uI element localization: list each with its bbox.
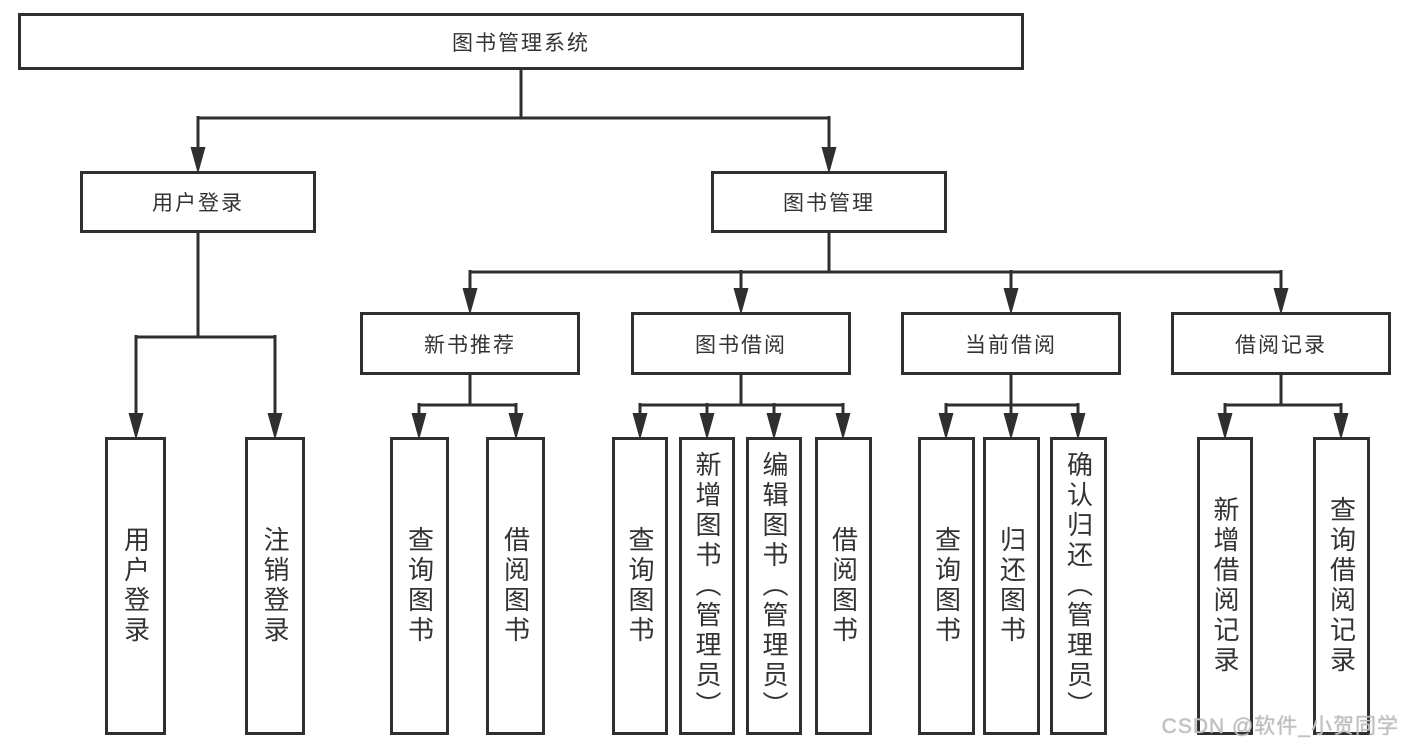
leaf-edit-book-admin: 编辑图书（管理员） xyxy=(746,437,802,735)
leaf-borrow-book-1: 借阅图书 xyxy=(486,437,545,735)
node-user-login-label: 用户登录 xyxy=(152,192,244,215)
arrow-down-icon xyxy=(632,413,648,440)
leaf-confirm-return-admin: 确认归还（管理员） xyxy=(1050,437,1107,735)
node-current-borrow: 当前借阅 xyxy=(901,312,1121,375)
leaf-add-borrow-record: 新增借阅记录 xyxy=(1197,437,1253,735)
arrow-down-icon xyxy=(733,288,749,315)
connector-book-mgmt-children xyxy=(462,233,1289,315)
arrow-down-icon xyxy=(938,413,954,440)
arrow-down-icon xyxy=(1070,413,1086,440)
arrow-down-icon xyxy=(462,288,478,315)
arrow-down-icon xyxy=(1333,413,1349,440)
watermark: CSDN @软件_小贺同学 xyxy=(1161,715,1399,738)
node-new-book-recommend-label: 新书推荐 xyxy=(424,333,516,357)
node-root-label: 图书管理系统 xyxy=(452,31,590,55)
node-new-book-recommend: 新书推荐 xyxy=(360,312,580,375)
node-root: 图书管理系统 xyxy=(18,13,1024,70)
connector-current-borrow-children xyxy=(938,375,1086,440)
connector-user-login-children xyxy=(128,233,283,440)
arrow-down-icon xyxy=(766,413,782,440)
leaf-query-book-2-label: 查询图书 xyxy=(625,526,655,646)
arrow-down-icon xyxy=(699,413,715,440)
arrow-down-icon xyxy=(267,413,283,440)
arrow-down-icon xyxy=(1217,413,1233,440)
connector-borrow-record-children xyxy=(1217,375,1349,440)
arrow-down-icon xyxy=(821,147,837,174)
leaf-borrow-book-2: 借阅图书 xyxy=(815,437,872,735)
leaf-logout: 注销登录 xyxy=(245,437,305,735)
leaf-query-book-1-label: 查询图书 xyxy=(404,526,435,646)
leaf-add-book-admin: 新增图书（管理员） xyxy=(679,437,735,735)
node-borrow-record: 借阅记录 xyxy=(1171,312,1391,375)
leaf-add-borrow-record-label: 新增借阅记录 xyxy=(1210,496,1240,676)
leaf-query-book-3: 查询图书 xyxy=(918,437,975,735)
leaf-user-login-label: 用户登录 xyxy=(120,526,151,646)
arrow-down-icon xyxy=(508,413,524,440)
node-book-management-label: 图书管理 xyxy=(783,192,875,215)
connector-new-book-children xyxy=(411,375,524,440)
node-borrow-record-label: 借阅记录 xyxy=(1235,333,1327,357)
arrow-down-icon xyxy=(835,413,851,440)
arrow-down-icon xyxy=(190,147,206,174)
leaf-logout-label: 注销登录 xyxy=(260,526,290,646)
arrow-down-icon xyxy=(1003,413,1019,440)
leaf-edit-book-admin-label: 编辑图书（管理员） xyxy=(759,451,789,721)
node-book-borrow: 图书借阅 xyxy=(631,312,851,375)
leaf-query-borrow-record-label: 查询借阅记录 xyxy=(1326,496,1357,676)
leaf-query-borrow-record: 查询借阅记录 xyxy=(1313,437,1370,735)
connector-root-to-level2 xyxy=(190,70,837,174)
leaf-borrow-book-2-label: 借阅图书 xyxy=(828,526,859,646)
arrow-down-icon xyxy=(1273,288,1289,315)
node-book-management: 图书管理 xyxy=(711,171,947,233)
leaf-confirm-return-admin-label: 确认归还（管理员） xyxy=(1063,451,1094,721)
leaf-add-book-admin-label: 新增图书（管理员） xyxy=(692,451,722,721)
leaf-query-book-3-label: 查询图书 xyxy=(931,526,962,646)
node-user-login: 用户登录 xyxy=(80,171,316,233)
arrow-down-icon xyxy=(1003,288,1019,315)
leaf-return-book-label: 归还图书 xyxy=(996,526,1027,646)
leaf-user-login: 用户登录 xyxy=(105,437,166,735)
leaf-query-book-1: 查询图书 xyxy=(390,437,449,735)
node-book-borrow-label: 图书借阅 xyxy=(695,333,787,357)
leaf-return-book: 归还图书 xyxy=(983,437,1040,735)
connector-book-borrow-children xyxy=(632,375,851,440)
arrow-down-icon xyxy=(128,413,144,440)
leaf-query-book-2: 查询图书 xyxy=(612,437,668,735)
arrow-down-icon xyxy=(411,413,427,440)
node-current-borrow-label: 当前借阅 xyxy=(965,333,1057,357)
leaf-borrow-book-1-label: 借阅图书 xyxy=(500,526,531,646)
